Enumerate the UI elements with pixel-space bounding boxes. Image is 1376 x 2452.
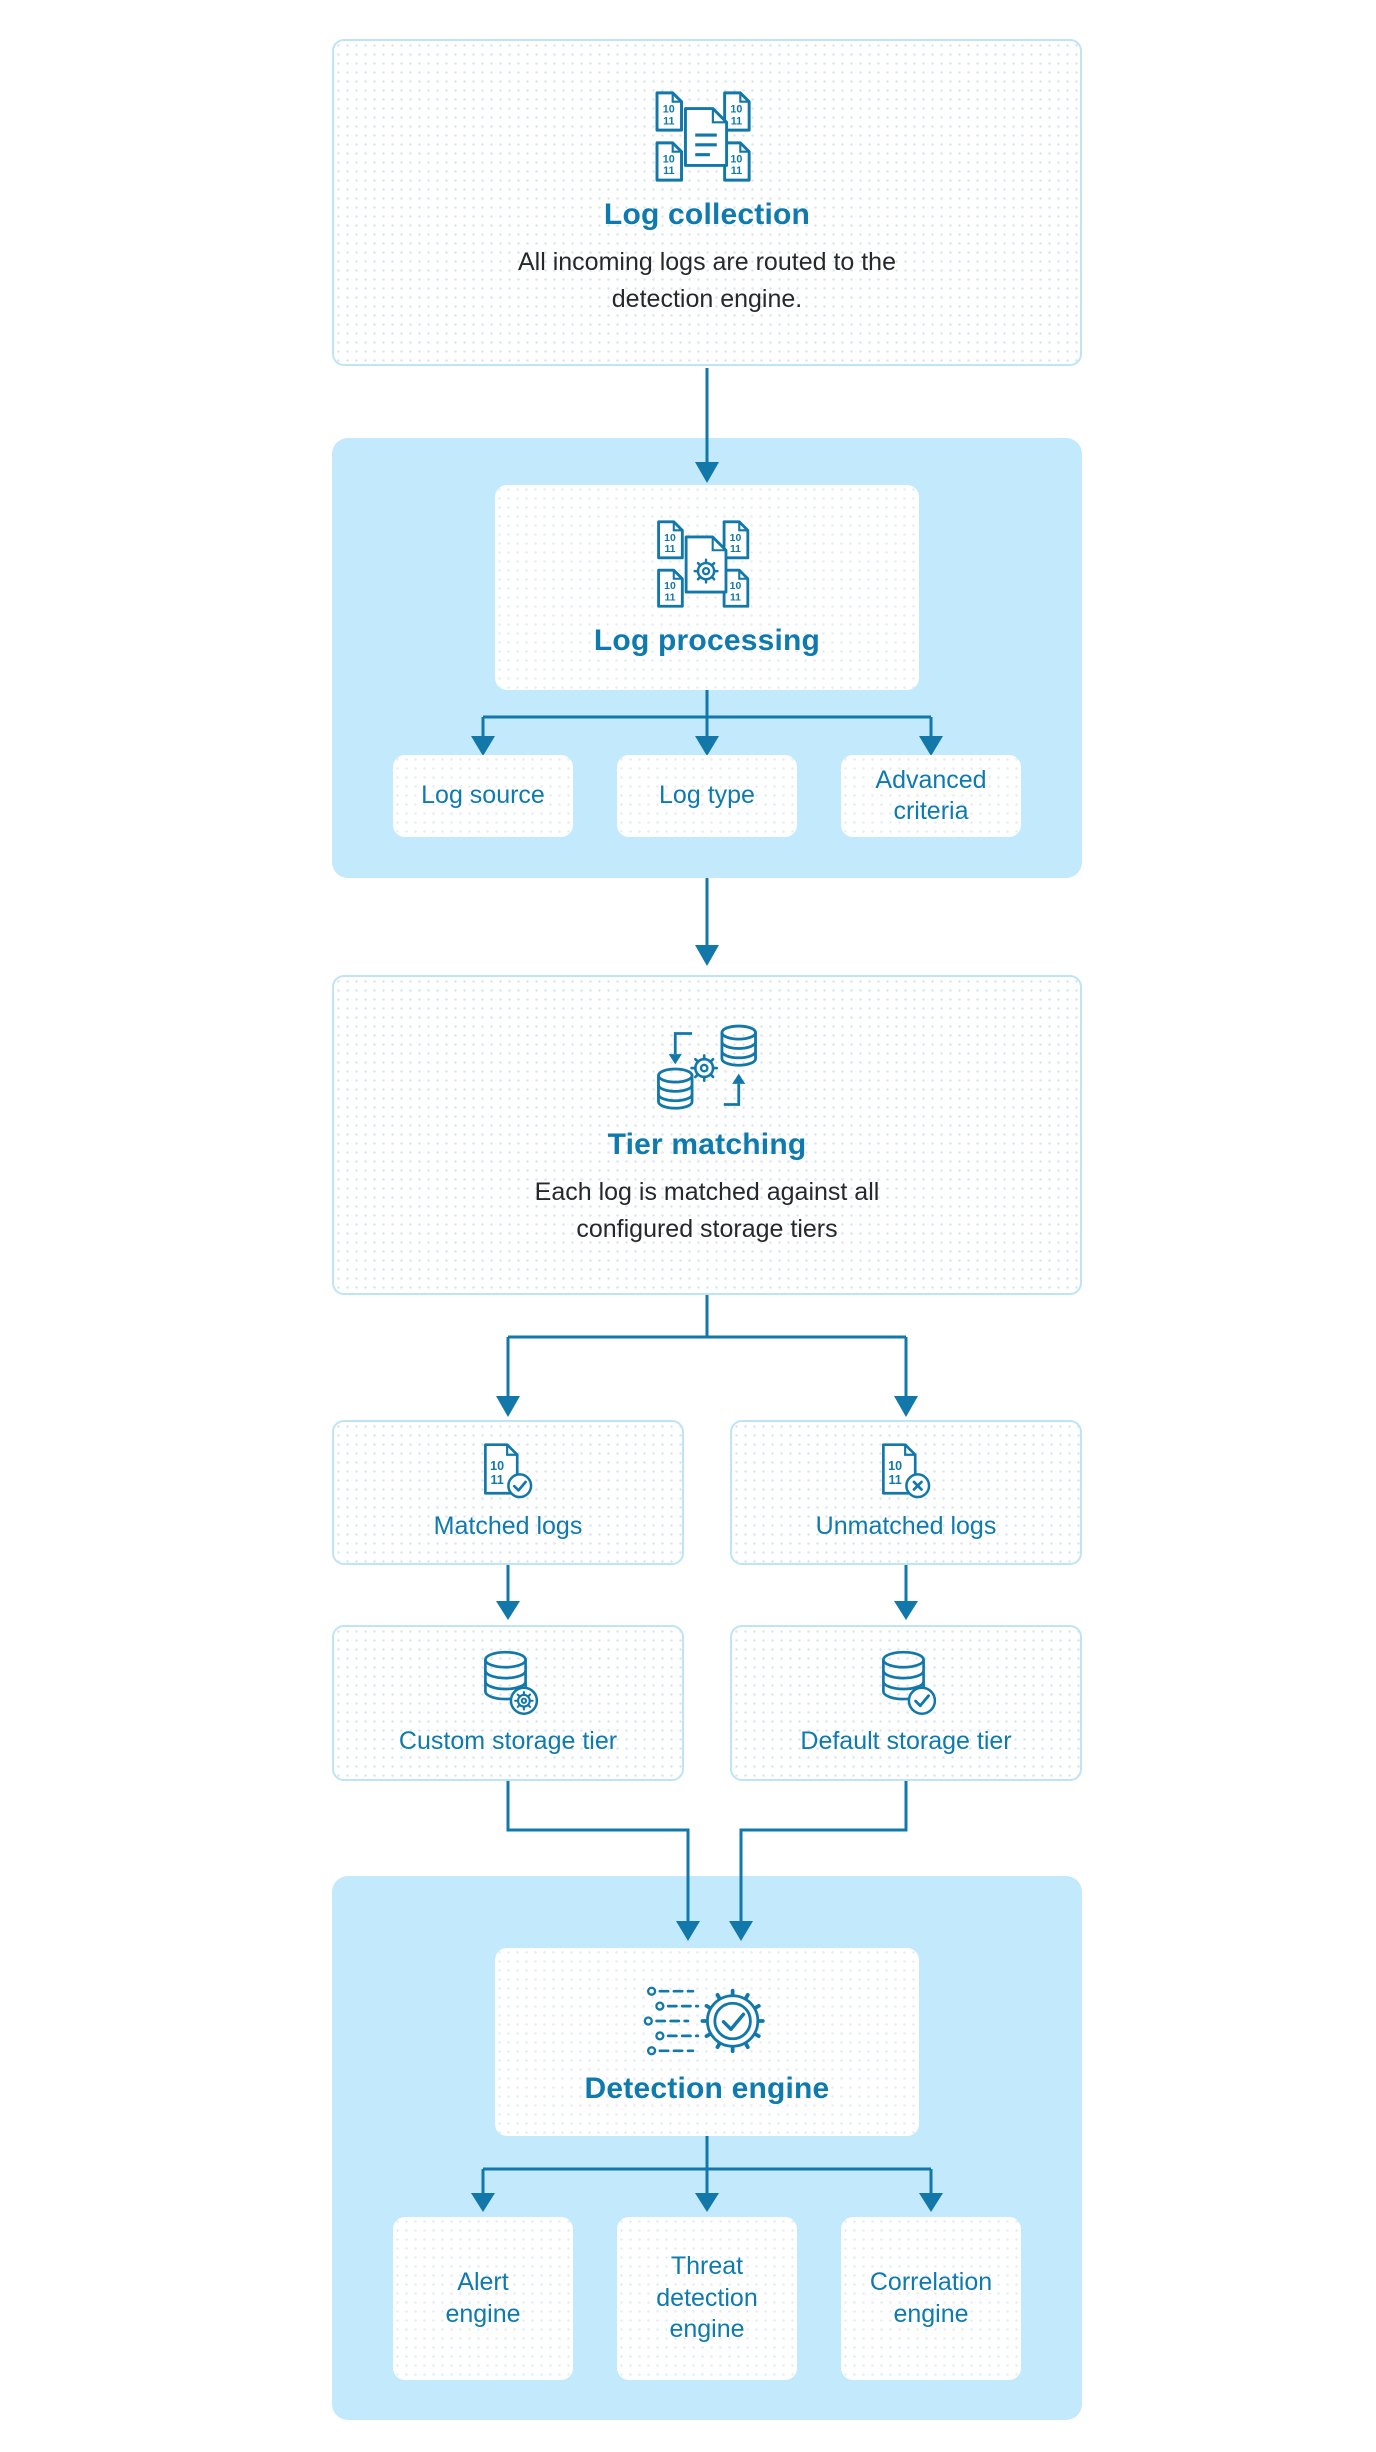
branch-box-alert-engine: Alert engine: [393, 2217, 573, 2380]
matched-logs-panel: 10 11 Matched logs: [332, 1420, 684, 1565]
tier-matching-description: Each log is matched against all configur…: [535, 1174, 880, 1248]
svg-text:11: 11: [663, 165, 674, 177]
log-collection-panel: 10 11 10 11 10 11 10: [332, 39, 1082, 366]
branch-label: Alert engine: [445, 2268, 521, 2328]
branch-label: Threat detection engine: [656, 2252, 758, 2344]
description-line: detection engine.: [611, 284, 803, 313]
gear-check-circuit-icon: [643, 1986, 765, 2056]
branch-box-threat-detection-engine: Threat detection engine: [617, 2217, 797, 2380]
svg-text:10: 10: [730, 533, 742, 544]
database-check-icon: [882, 1651, 937, 1716]
description-line: configured storage tiers: [576, 1215, 838, 1243]
branch-label: Advanced criteria: [875, 765, 987, 826]
svg-text:10: 10: [888, 1459, 902, 1473]
detection-engine-card: Detection engine: [495, 1948, 919, 2136]
svg-text:11: 11: [731, 165, 742, 177]
detection-engine-title: Detection engine: [584, 2072, 830, 2105]
svg-text:10: 10: [664, 581, 676, 592]
svg-text:11: 11: [664, 593, 675, 604]
log-files-gear-icon: 10 11 10 11 10 11 10: [657, 520, 750, 608]
branch-box-log-source: Log source: [393, 755, 573, 837]
svg-text:11: 11: [730, 544, 741, 555]
svg-text:11: 11: [490, 1473, 503, 1487]
tier-matching-title: Tier matching: [607, 1128, 807, 1161]
unmatched-logs-panel: 10 11 Unmatched logs: [730, 1420, 1082, 1565]
log-processing-title: Log processing: [593, 624, 821, 657]
description-line: Each log is matched against all: [534, 1178, 880, 1206]
custom-storage-tier-label: Custom storage tier: [398, 1727, 618, 1756]
log-collection-description: All incoming logs are routed to the dete…: [518, 244, 896, 318]
svg-text:10: 10: [663, 153, 675, 165]
branch-box-advanced-criteria: Advanced criteria: [841, 755, 1021, 837]
svg-text:10: 10: [730, 153, 742, 165]
branch-box-correlation-engine: Correlation engine: [841, 2217, 1021, 2380]
database-gear-icon: [484, 1651, 539, 1716]
log-file-cross-icon: 10 11: [882, 1443, 931, 1499]
svg-text:11: 11: [888, 1473, 901, 1487]
branch-box-log-type: Log type: [617, 755, 797, 837]
default-storage-tier-panel: Default storage tier: [730, 1625, 1082, 1781]
tier-matching-panel: Tier matching Each log is matched agains…: [332, 975, 1082, 1295]
branch-label: Log source: [421, 781, 545, 810]
log-file-check-icon: 10 11: [484, 1443, 533, 1499]
svg-text:10: 10: [663, 103, 675, 115]
description-line: All incoming logs are routed to the: [518, 247, 896, 276]
log-processing-card: 10 11 10 11 10 11 10: [495, 485, 919, 690]
log-collection-title: Log collection: [603, 197, 811, 231]
svg-text:11: 11: [664, 544, 675, 555]
svg-text:11: 11: [663, 115, 674, 127]
svg-text:10: 10: [730, 103, 742, 115]
log-files-icon: 10 11 10 11 10 11 10: [655, 90, 751, 182]
svg-text:10: 10: [664, 533, 676, 544]
svg-text:10: 10: [490, 1459, 504, 1473]
unmatched-logs-label: Unmatched logs: [815, 1511, 997, 1540]
branch-label: Log type: [659, 781, 755, 810]
matched-logs-label: Matched logs: [433, 1511, 583, 1540]
svg-text:11: 11: [730, 593, 741, 604]
default-storage-tier-label: Default storage tier: [800, 1727, 1012, 1756]
custom-storage-tier-panel: Custom storage tier: [332, 1625, 684, 1781]
database-sync-gear-icon: [657, 1024, 757, 1110]
svg-text:11: 11: [731, 115, 742, 127]
branch-label: Correlation engine: [869, 2268, 993, 2328]
svg-text:10: 10: [730, 581, 742, 592]
